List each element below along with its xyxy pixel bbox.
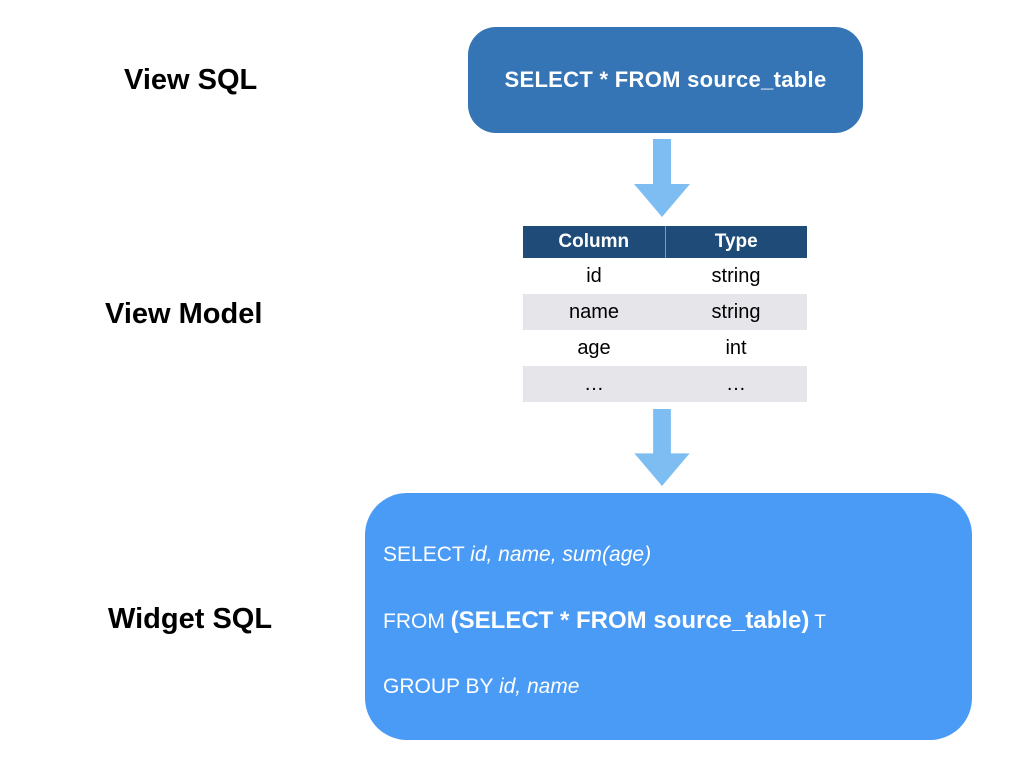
widget-sql-box: SELECT id, name, sum(age) FROM (SELECT * … [365, 493, 972, 740]
table-row: …… [523, 366, 807, 402]
table-cell: string [711, 264, 761, 287]
table-cell: int [725, 336, 747, 359]
table-row: id string [523, 258, 807, 294]
table-cell: id [586, 264, 602, 287]
down-arrow-shape [634, 139, 690, 217]
view-sql-text: SELECT * FROM source_table [504, 67, 827, 92]
sql-segment: (SELECT * FROM source_table) [450, 607, 810, 634]
table-cell: age [577, 336, 611, 359]
sql-segment: SELECT [383, 543, 471, 566]
table-header-column: Column [523, 226, 666, 258]
sql-line: SELECT id, name, sum(age) [383, 542, 952, 568]
table-cell: … [584, 372, 604, 395]
view-sql-box: SELECT * FROM source_table [468, 27, 863, 133]
widget-sql-lines: SELECT id, name, sum(age) FROM (SELECT * … [383, 542, 952, 700]
sql-line: FROM (SELECT * FROM source_table) T [383, 608, 952, 634]
table-header-type: Type [714, 231, 758, 252]
sql-segment: FROM [383, 610, 451, 633]
down-arrow-icon [634, 139, 690, 217]
table-row: name string [523, 294, 807, 330]
down-arrow-icon [634, 409, 690, 486]
table-cell: name [568, 300, 620, 323]
sql-segment: T [809, 612, 826, 633]
view-model-label: View Model [105, 298, 263, 330]
table-row: age int [523, 330, 807, 366]
table-cell: string [711, 300, 761, 323]
sql-segment: GROUP BY [383, 675, 499, 698]
sql-line: GROUP BY id, name [383, 674, 952, 700]
sql-segment: id, name, sum(age) [470, 543, 652, 566]
down-arrow-shape [634, 409, 690, 486]
table-cell: … [726, 372, 746, 395]
sql-segment: id, name [498, 675, 580, 698]
table-header-row: Column Type [523, 226, 807, 258]
view-sql-label: View SQL [124, 64, 258, 96]
widget-sql-label: Widget SQL [108, 603, 273, 635]
